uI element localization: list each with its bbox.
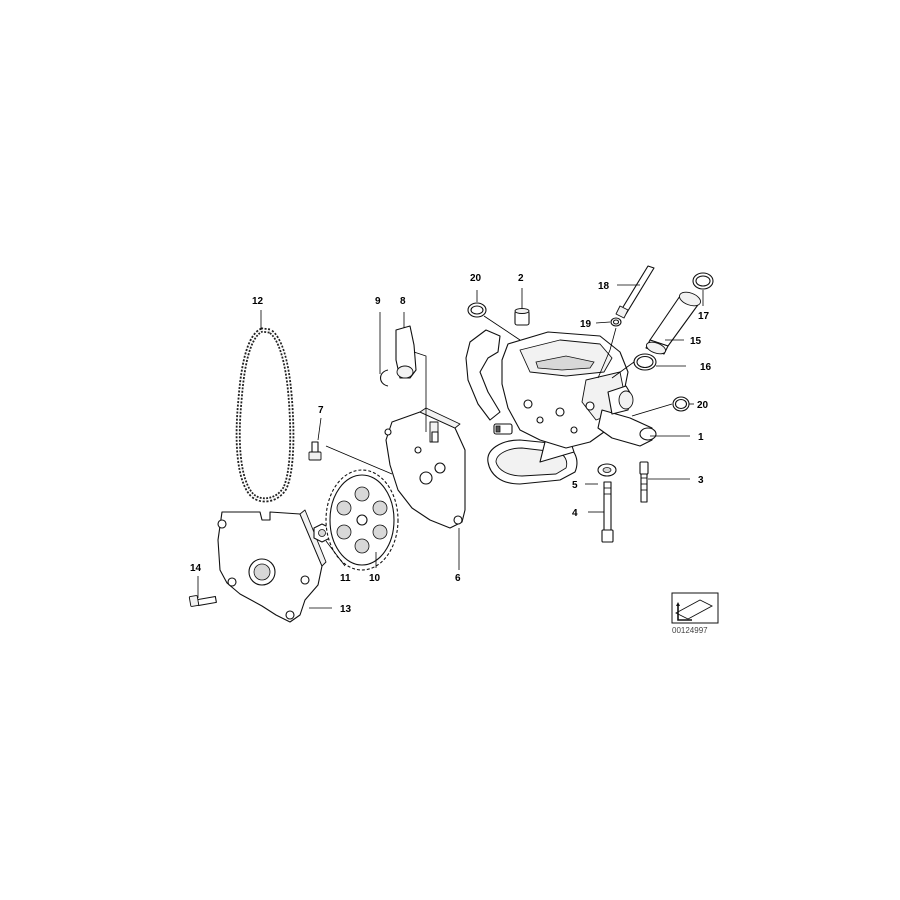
label-part-20a: 20 [470, 273, 482, 284]
label-part-6: 6 [455, 573, 461, 584]
label-part-4: 4 [572, 508, 578, 519]
circlip-part [379, 369, 389, 387]
label-part-20b: 20 [697, 400, 709, 411]
tensioner-part [395, 325, 417, 379]
sprocket-part [325, 469, 399, 571]
label-part-14: 14 [190, 563, 202, 574]
bolt-3-part [639, 461, 649, 503]
oil-pump-part [465, 329, 657, 485]
label-part-9: 9 [375, 296, 381, 307]
orientation-icon [671, 592, 719, 624]
label-part-3: 3 [698, 475, 704, 486]
label-part-17: 17 [698, 311, 710, 322]
o-ring-19-part [610, 317, 622, 327]
label-part-1: 1 [698, 432, 704, 443]
housing-plate-part [384, 407, 466, 529]
o-ring-17-part [692, 272, 714, 290]
o-ring-20b-part [672, 396, 690, 412]
label-part-13: 13 [340, 604, 352, 615]
rod-18-part [615, 265, 655, 319]
catalog-number: 00124997 [672, 626, 708, 635]
timing-chain-part [235, 327, 295, 503]
bolt-4-part [601, 481, 614, 543]
o-ring-16-part [633, 353, 657, 371]
label-part-11: 11 [340, 573, 351, 584]
label-part-15: 15 [690, 336, 702, 347]
label-part-7: 7 [318, 405, 324, 416]
chain-cover-part [217, 509, 327, 623]
bolt-14-part [188, 595, 217, 607]
washer-part [597, 463, 617, 477]
label-part-16: 16 [700, 362, 712, 373]
label-part-19: 19 [580, 319, 592, 330]
label-part-2: 2 [518, 273, 524, 284]
sleeve-part [514, 308, 530, 326]
leader-lines [197, 284, 704, 609]
bolt-7-part [308, 441, 322, 461]
label-part-18: 18 [598, 281, 610, 292]
label-part-10: 10 [369, 573, 381, 584]
label-part-12: 12 [252, 296, 264, 307]
o-ring-20a-part [467, 302, 487, 318]
part-labels: 1 2 3 4 5 6 7 8 9 10 11 12 13 14 15 16 1… [190, 273, 712, 615]
pipe-part [645, 291, 701, 355]
label-part-5: 5 [572, 480, 578, 491]
label-part-8: 8 [400, 296, 406, 307]
